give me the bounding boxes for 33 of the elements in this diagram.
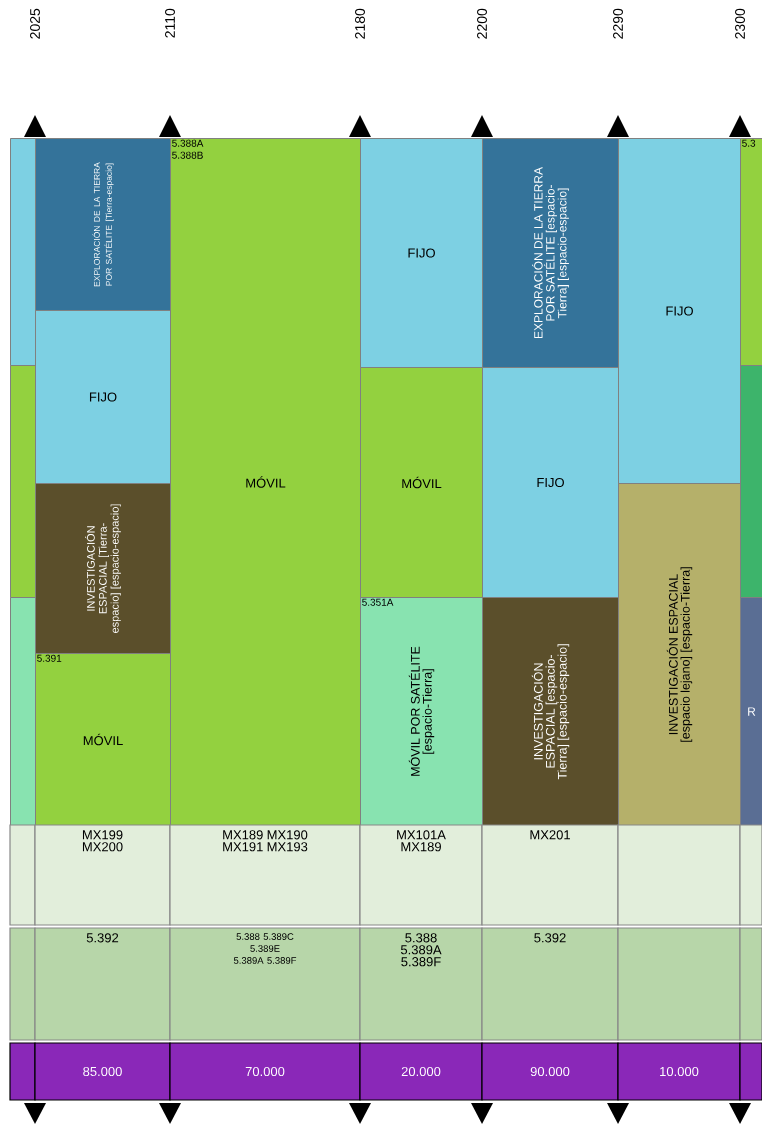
allocation-block bbox=[10, 138, 36, 366]
table-cell: 90.000 bbox=[481, 1042, 619, 1101]
table-cell: MX201 bbox=[481, 824, 619, 926]
allocation-block: FIJO bbox=[360, 138, 483, 368]
allocation-block bbox=[740, 365, 762, 598]
allocation-block: FIJO bbox=[482, 367, 619, 598]
table-cell: 5.392 bbox=[481, 927, 619, 1041]
table-cell: 70.000 bbox=[169, 1042, 361, 1101]
allocation-block: MÓVIL bbox=[360, 367, 483, 598]
allocation-block: R bbox=[740, 597, 762, 826]
table-cell: MX189 MX190 MX191 MX193 bbox=[169, 824, 361, 926]
table-cell: 20.000 bbox=[359, 1042, 483, 1101]
frequency-label: 2025 bbox=[30, 8, 40, 39]
allocation-block: INVESTIGACIÓN ESPACIAL [espacio lejano] [espacio-Tierra] bbox=[618, 483, 741, 826]
allocation-block bbox=[10, 365, 36, 598]
table-cell: 5.388 5.389A 5.389F bbox=[359, 927, 483, 1041]
allocation-block: EXPLORACIÓN DE LA TIERRA POR SATÉLITE [espacio-Tierra] [espacio-espacio] bbox=[482, 138, 619, 368]
allocation-block: FIJO bbox=[35, 310, 171, 484]
table-cell: MX101A MX189 bbox=[359, 824, 483, 926]
allocation-block: 5.3 bbox=[740, 138, 762, 366]
frequency-label: 2200 bbox=[477, 8, 487, 39]
allocation-block: 5.391 MÓVIL bbox=[35, 653, 171, 826]
allocation-block: INVESTIGACIÓN ESPACIAL [Tierra-espacio] [espacio-espacio] bbox=[35, 483, 171, 654]
frequency-label: 2180 bbox=[355, 8, 365, 39]
allocation-block: INVESTIGACIÓN ESPACIAL [espacio-Tierra] [espacio-espacio] bbox=[482, 597, 619, 826]
frequency-label: 2110 bbox=[165, 8, 175, 38]
allocation-block: FIJO bbox=[618, 138, 741, 484]
allocation-block: 5.351A MÓVIL POR SATÉLITE [espacio-Tierra] bbox=[360, 597, 483, 826]
table-cell: 5.388 5.389C 5.389E 5.389A 5.389F bbox=[169, 927, 361, 1041]
frequency-label: 2300 bbox=[735, 8, 745, 39]
allocation-block bbox=[10, 597, 36, 826]
allocation-block: EXPLORACIÓN DE LA TIERRA POR SATÉLITE [Tierra-espacio] bbox=[35, 138, 171, 311]
frequency-label: 2290 bbox=[613, 8, 623, 39]
